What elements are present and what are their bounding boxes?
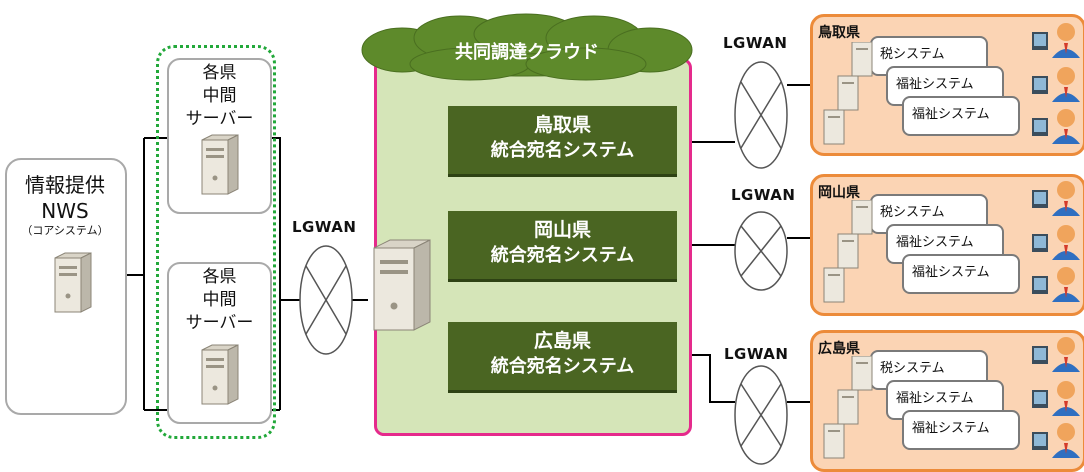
system-box: 広島県 統合宛名システム [448,322,677,393]
intermediate-server-label-line3: サーバー [185,313,254,333]
intermediate-server-label: 各県 中間 サーバー [169,62,270,131]
server-icon [54,252,92,313]
intermediate-server-group [156,45,276,439]
system-subtitle: 統合宛名システム [490,245,635,266]
server-icon [201,134,239,195]
network-crossing-icon [734,211,788,291]
cloud-title: 共同調達クラウド [455,42,599,63]
system-box: 岡山県 統合宛名システム [448,211,677,282]
lgwan-label: LGWAN [731,186,796,204]
system-card: 福祉システム [902,254,1020,294]
system-card: 福祉システム [902,96,1020,136]
user-workstation-icon [1032,23,1080,144]
lgwan-label: LGWAN [723,34,788,52]
user-workstation-icon [1032,181,1080,302]
cloud-shape [361,13,693,81]
intermediate-server-label-line1: 各県 [202,63,237,83]
network-crossing-icon [734,365,788,465]
intermediate-server-label-line1: 各県 [202,267,237,287]
prefecture-label: 岡山県 [818,185,860,201]
system-box: 鳥取県 統合宛名システム [448,106,677,177]
user-workstation-icon [1032,337,1080,458]
prefecture-label: 広島県 [818,341,860,357]
intermediate-server-label: 各県 中間 サーバー [169,266,270,335]
system-name: 鳥取県 [533,114,591,136]
system-name: 広島県 [533,330,591,352]
system-subtitle: 統合宛名システム [490,140,635,161]
nws-title-line2: NWS [41,199,89,223]
server-icon [201,344,239,405]
system-card: 福祉システム [902,410,1020,450]
prefecture-label: 鳥取県 [818,25,860,41]
nws-title-line1: 情報提供 [25,173,105,197]
intermediate-server-label-line3: サーバー [185,109,254,129]
lgwan-label: LGWAN [724,345,789,363]
server-stack-icon [823,42,873,145]
server-stack-icon [823,356,873,459]
nws-title: 情報提供 NWS [8,172,122,224]
server-icon [373,239,431,331]
intermediate-server-label-line2: 中間 [202,290,237,310]
system-name: 岡山県 [533,219,591,241]
server-stack-icon [823,200,873,303]
nws-subtitle: （コアシステム） [21,224,109,237]
system-subtitle: 統合宛名システム [490,356,635,377]
network-crossing-icon [734,61,788,169]
network-crossing-icon [299,245,353,355]
lgwan-label: LGWAN [292,218,357,236]
intermediate-server-label-line2: 中間 [202,86,237,106]
